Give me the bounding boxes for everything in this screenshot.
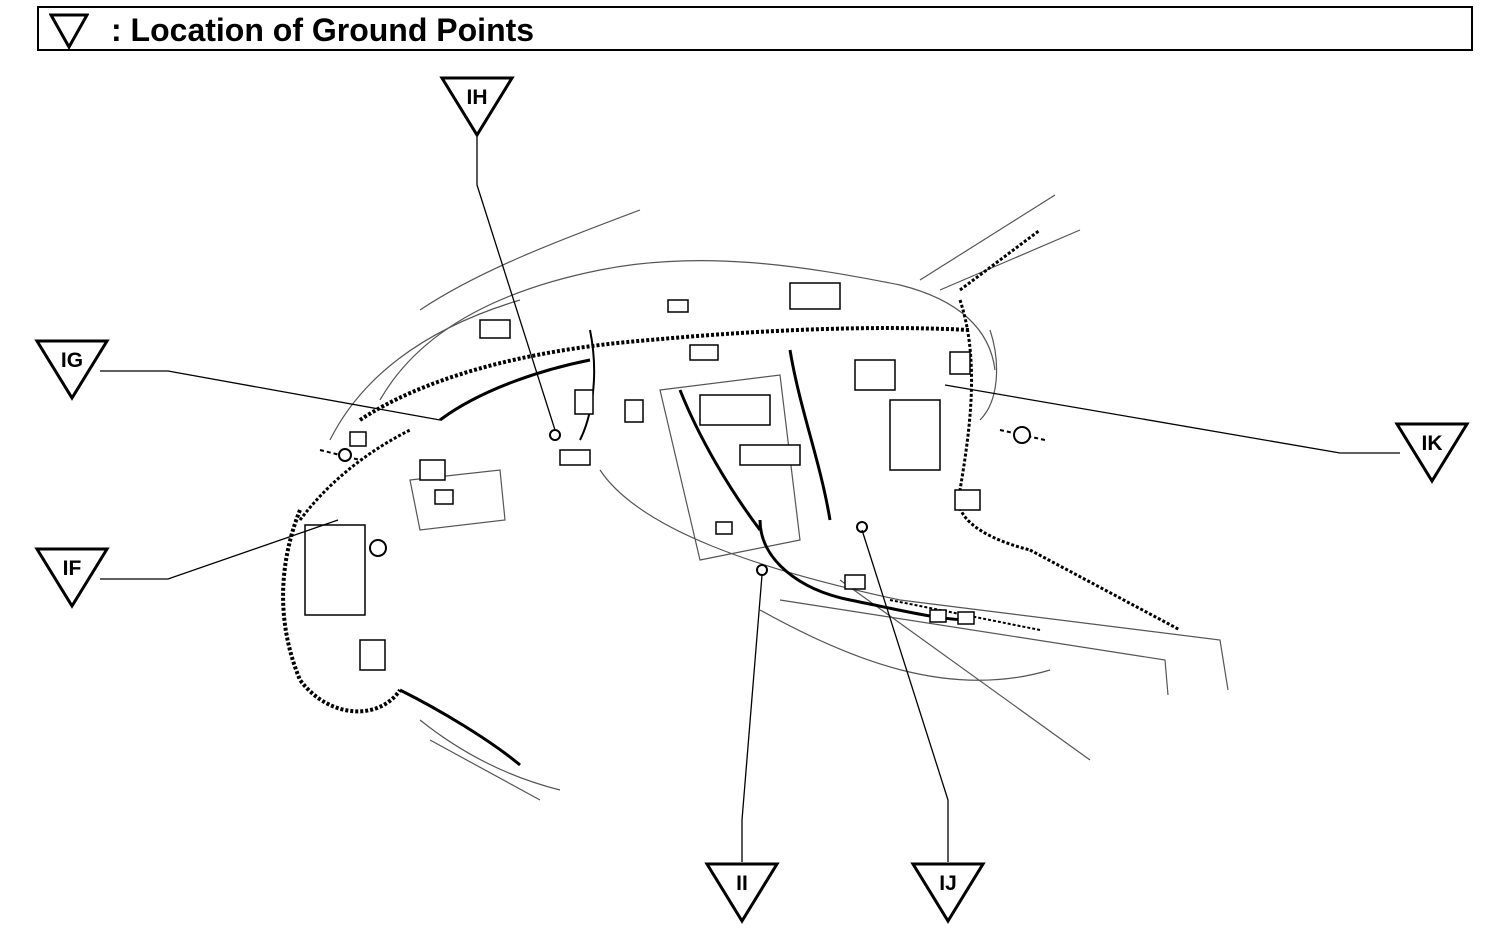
ground-label-IK: IK — [1422, 432, 1443, 455]
ground-bolts — [338, 426, 1031, 576]
wiring-harness — [281, 228, 1181, 767]
ground-triangle-icon — [49, 13, 89, 50]
ground-label-IJ: IJ — [939, 872, 957, 895]
dashboard-outline — [329, 194, 1229, 801]
leader-line-II — [741, 574, 763, 862]
leader-line-IF — [100, 519, 339, 580]
leader-line-IG — [100, 370, 441, 421]
leader-line-IJ — [861, 529, 949, 862]
ground-triangle-icon — [910, 862, 986, 924]
ground-triangle-icon — [704, 862, 780, 924]
page-title: : Location of Ground Points — [111, 12, 535, 48]
leader-line-IH — [476, 137, 556, 431]
ground-marker-IF: IF — [34, 547, 110, 609]
ground-marker-IJ: IJ — [910, 862, 986, 924]
ground-triangle-icon — [34, 339, 110, 401]
ground-triangle-icon — [439, 76, 515, 138]
ground-marker-IH: IH — [439, 76, 515, 138]
ground-triangle-icon — [1394, 422, 1470, 484]
ground-label-IG: IG — [61, 349, 83, 372]
diagram-header: : Location of Ground Points — [37, 6, 1473, 51]
ground-label-IF: IF — [63, 557, 82, 580]
ground-marker-IK: IK — [1394, 422, 1470, 484]
ground-triangle-icon — [34, 547, 110, 609]
leader-line-IK — [944, 384, 1400, 454]
ground-marker-IG: IG — [34, 339, 110, 401]
connectors — [304, 282, 981, 671]
ground-label-II: II — [736, 872, 748, 895]
ground-label-IH: IH — [467, 86, 488, 109]
leader-lines — [100, 137, 1400, 862]
ground-marker-II: II — [704, 862, 780, 924]
